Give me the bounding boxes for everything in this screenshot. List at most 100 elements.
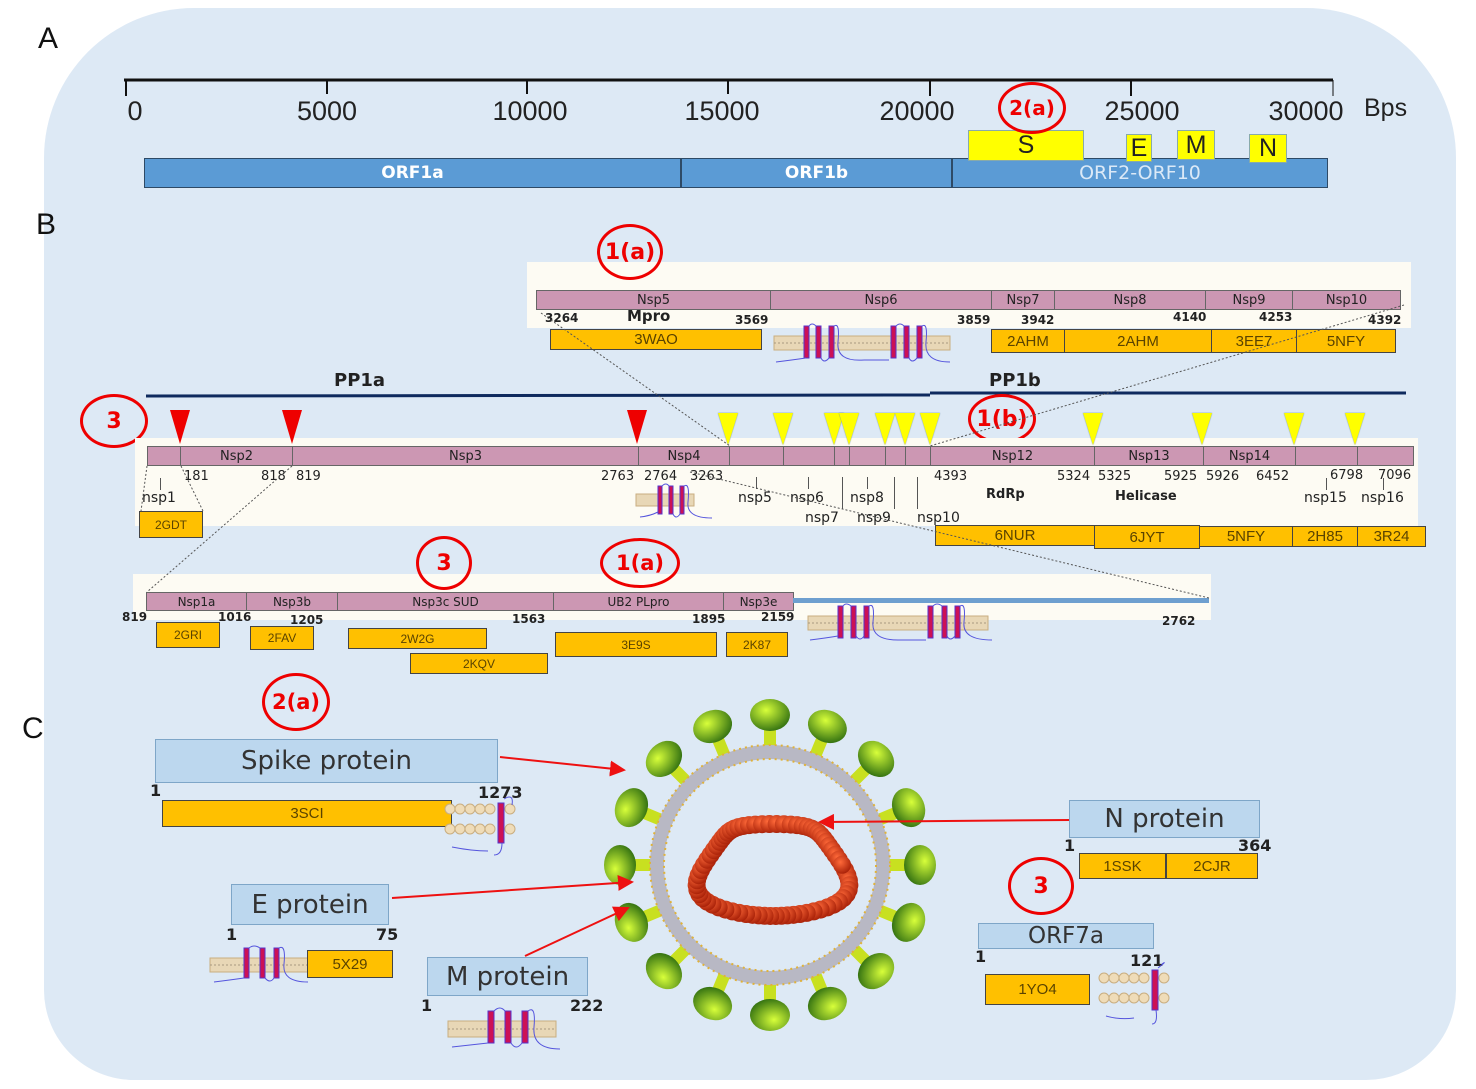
orf1a-bar: ORF1a	[144, 158, 681, 188]
pdb-box: 1SSK	[1079, 853, 1166, 879]
segment-nsp10: Nsp10	[1292, 290, 1401, 310]
cleavage-site-mpro-icon	[895, 413, 915, 445]
tick-mark	[842, 477, 843, 509]
segment-nsp3c-sud: Nsp3c SUD	[337, 592, 554, 611]
cleavage-site-mpro-icon	[1345, 413, 1365, 445]
panel-label-b: B	[36, 208, 57, 241]
segment-nsp16	[1357, 446, 1414, 466]
residue-number: 819	[122, 610, 148, 624]
residue-number: 2159	[761, 610, 795, 624]
segment-nsp6: Nsp6	[770, 290, 992, 310]
residue-number: 2764	[644, 469, 678, 484]
residue-number: 3859	[957, 313, 991, 327]
residue-end: 121	[1130, 951, 1164, 970]
segment-nsp2: Nsp2	[180, 446, 293, 466]
segment-nsp8: Nsp8	[1054, 290, 1206, 310]
pdb-box: 2FAV	[250, 626, 314, 650]
pdb-box: 2KQV	[410, 653, 548, 674]
axis-tick-label: 20000	[879, 96, 955, 126]
annotation-marker: 3	[80, 394, 148, 448]
axis-tick-label: 5000	[296, 96, 358, 126]
pdb-box: 2K87	[726, 632, 788, 657]
pdb-box: 5NFY	[1296, 329, 1396, 353]
mpro-label: Mpro	[627, 307, 671, 325]
residue-number: 1016	[218, 610, 252, 624]
residue-number: 3569	[735, 313, 769, 327]
cleavage-site-plpro-icon	[170, 410, 190, 444]
tick-mark	[808, 477, 809, 489]
residue-number: 2763	[601, 469, 635, 484]
spike-head	[891, 788, 926, 828]
spike-head	[807, 986, 847, 1021]
pdb-box: 3R24	[1357, 526, 1426, 547]
residue-number: 4253	[1259, 310, 1293, 324]
residue-end: 364	[1238, 836, 1272, 855]
cleavage-site-mpro-icon	[875, 413, 895, 445]
nsp-label: nsp10	[917, 510, 960, 526]
residue-end: 75	[376, 925, 399, 944]
zoom-connector-lines	[140, 304, 1405, 599]
axis-tick-label: 25000	[1104, 96, 1180, 126]
annotation-marker: 1(a)	[600, 538, 680, 588]
orf1b-bar: ORF1b	[681, 158, 952, 188]
tick-mark	[894, 477, 895, 509]
spike-protein-box: Spike protein	[155, 739, 498, 783]
rdrp-label: RdRp	[986, 487, 1025, 502]
annotation-marker: 2(a)	[262, 673, 330, 731]
spike-head	[614, 788, 649, 828]
pdb-box: 5X29	[307, 950, 393, 978]
residue-number: 2762	[1162, 614, 1196, 628]
gene-m: M	[1177, 130, 1215, 160]
segment-nsp14: Nsp14	[1203, 446, 1296, 466]
membrane-tm-icon	[444, 796, 516, 856]
cleavage-site-mpro-icon	[1284, 413, 1304, 445]
spike-head	[750, 699, 790, 731]
cleavage-site-plpro-icon	[282, 410, 302, 444]
pdb-box: 2W2G	[348, 628, 487, 649]
pdb-box: 1YO4	[985, 974, 1090, 1005]
e-protein-box: E protein	[231, 884, 389, 925]
residue-number: 1563	[512, 612, 546, 626]
axis-unit: Bps	[1364, 94, 1408, 122]
cleavage-site-mpro-icon	[718, 413, 738, 445]
segment-nsp1a: Nsp1a	[146, 592, 247, 611]
membrane-topology-icon	[807, 603, 993, 641]
membrane-topology-icon	[773, 323, 951, 363]
residue-number: 3264	[545, 311, 579, 325]
spike-head	[693, 986, 733, 1021]
residue-number: 6798	[1330, 468, 1364, 483]
spike-head	[857, 740, 895, 778]
tick-mark	[1383, 478, 1384, 490]
tick-mark	[917, 477, 918, 509]
cleavage-site-mpro-icon	[839, 413, 859, 445]
membrane-tm-icon	[1098, 962, 1170, 1025]
segment-nsp13: Nsp13	[1094, 446, 1204, 466]
residue-number: 1895	[692, 612, 726, 626]
tick-mark	[1326, 478, 1327, 490]
pdb-box: 2AHM	[991, 329, 1065, 353]
gene-n: N	[1249, 134, 1287, 163]
axis-tick-label: 10000	[492, 96, 568, 126]
spike-head	[645, 952, 683, 990]
pdb-box: 3E9S	[555, 632, 717, 657]
genome-axis	[124, 78, 1334, 96]
annotation-marker: 1(a)	[597, 224, 663, 280]
segment-nsp9: Nsp9	[1205, 290, 1293, 310]
spike-head	[693, 709, 733, 744]
cleavage-site-mpro-icon	[773, 413, 793, 445]
spike-head	[750, 999, 790, 1031]
tick-mark	[160, 478, 161, 490]
pdb-box: 2AHM	[1064, 329, 1212, 353]
pdb-box: 3WAO	[550, 329, 762, 350]
nsp-label: nsp8	[850, 490, 884, 506]
panel-label-c: C	[22, 712, 44, 745]
pdb-box: 6JYT	[1094, 525, 1200, 549]
residue-number: 1205	[290, 613, 324, 627]
residue-number: 3942	[1021, 313, 1055, 327]
panel-label-a: A	[38, 22, 59, 55]
spike-head	[807, 709, 847, 744]
membrane-topology-icon	[635, 483, 713, 519]
residue-start: 1	[975, 947, 987, 966]
residue-number: 181	[184, 469, 209, 484]
